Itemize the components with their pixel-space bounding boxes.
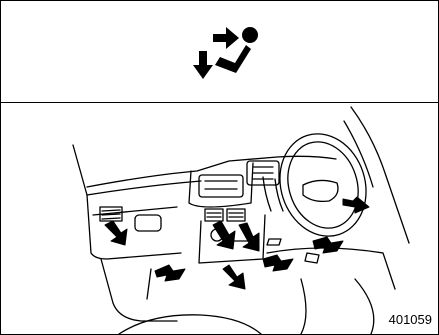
- figure-number: 401059: [389, 312, 432, 327]
- vent-mode-icon: [183, 21, 263, 85]
- dashboard-illustration-panel: 401059: [1, 103, 438, 334]
- mode-icon-panel: [1, 1, 438, 103]
- vent-mode-icon-graphic: [183, 21, 263, 85]
- dashboard-vent-airflow-diagram: [1, 103, 438, 334]
